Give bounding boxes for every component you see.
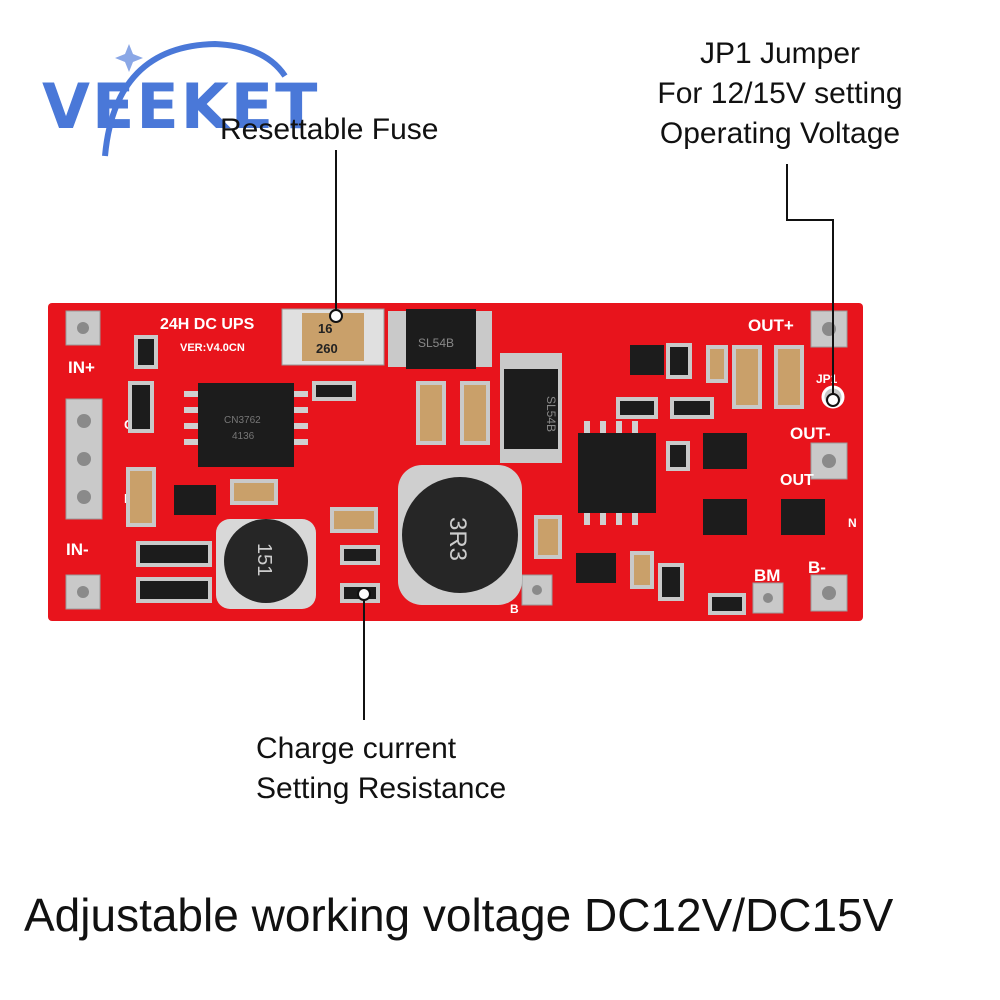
- mosfet-1: [703, 433, 747, 469]
- fuse-marker-dot: [329, 309, 343, 323]
- jumper-leader-line: [786, 164, 834, 400]
- charger-ic: [198, 383, 294, 467]
- res-161b: [658, 563, 684, 601]
- pin-label-out-plus: OUT+: [748, 316, 794, 335]
- brand-logo: VEEKET: [42, 70, 320, 143]
- cap-right-3: [706, 345, 728, 383]
- pad-out-plus: [810, 310, 848, 348]
- cap-mid: [230, 479, 278, 505]
- resistor-callout: Charge current Setting Resistance: [256, 729, 506, 809]
- inductor-center: [402, 477, 518, 593]
- svg-text:16: 16: [318, 321, 332, 336]
- svg-text:SL54B: SL54B: [418, 336, 454, 350]
- pin-label-out: OUT: [780, 472, 814, 489]
- pin-label-b-minus: B-: [808, 558, 826, 577]
- caption: Adjustable working voltage DC12V/DC15V: [24, 889, 894, 941]
- cap-right-2: [774, 345, 804, 409]
- mosfet-3: [781, 499, 825, 535]
- resistor-marker-dot: [357, 587, 371, 601]
- res-753: [616, 397, 658, 419]
- jumper-callout: JP1 Jumper For 12/15V setting Operating …: [640, 34, 920, 154]
- logo-swoosh-icon: [102, 40, 288, 157]
- svg-text:260: 260: [316, 341, 338, 356]
- pin-label-bm: BM: [754, 566, 780, 585]
- board-title: 24H DC UPS: [160, 316, 255, 333]
- cap-small: [534, 515, 562, 559]
- cap-small-2: [630, 551, 654, 589]
- svg-text:4136: 4136: [232, 431, 255, 442]
- cap-top-1: [416, 381, 446, 445]
- res-202: [666, 441, 690, 471]
- pcb-board: 24H DC UPS VER:V4.0CN IN+ IN- OUT+ OUT- …: [48, 303, 863, 621]
- svg-text:CN3762: CN3762: [224, 415, 261, 426]
- ic-right: [578, 433, 656, 513]
- diode-right: [504, 369, 558, 449]
- pin-label-out-minus: OUT-: [790, 424, 831, 443]
- svg-text:3R3: 3R3: [444, 517, 471, 561]
- resistor-callout-line2: Setting Resistance: [256, 772, 507, 805]
- res-5903: [666, 343, 692, 379]
- fuse-callout-label: Resettable Fuse: [220, 113, 439, 146]
- res-103: [134, 335, 158, 369]
- mosfet-2: [703, 499, 747, 535]
- transistor-a: [174, 485, 216, 515]
- diode-k34a: [128, 381, 154, 433]
- resistor-callout-line1: Charge current: [256, 732, 457, 765]
- pin-label-in-minus: IN-: [66, 540, 89, 559]
- pin-label-in-plus: IN+: [68, 358, 95, 377]
- cap-charge: [330, 507, 378, 533]
- pad-out: [810, 442, 848, 480]
- jumper-callout-line2: For 12/15V setting: [657, 77, 903, 110]
- pin-label-b: B: [510, 602, 519, 616]
- inductor-left: [224, 519, 308, 603]
- cap-top-2: [460, 381, 490, 445]
- transistor-c: [630, 345, 664, 375]
- res-2673: [670, 397, 714, 419]
- svg-text:151: 151: [253, 543, 275, 576]
- diode-k34b: [136, 541, 212, 567]
- diode-k34c: [136, 577, 212, 603]
- transistor-b: [576, 553, 616, 583]
- jumper-callout-line1: JP1 Jumper: [699, 37, 861, 70]
- cap-left: [126, 467, 156, 527]
- cap-right-1: [732, 345, 762, 409]
- board-version: VER:V4.0CN: [180, 342, 245, 354]
- svg-text:SL54B: SL54B: [544, 396, 558, 432]
- jumper-callout-line3: Operating Voltage: [659, 117, 901, 150]
- jumper-marker-dot: [826, 393, 840, 407]
- diode-top: [406, 309, 476, 369]
- res-161c: [708, 593, 746, 615]
- pin-label-n: N: [848, 516, 857, 530]
- res-161a: [312, 381, 356, 401]
- res-r240: [340, 545, 380, 565]
